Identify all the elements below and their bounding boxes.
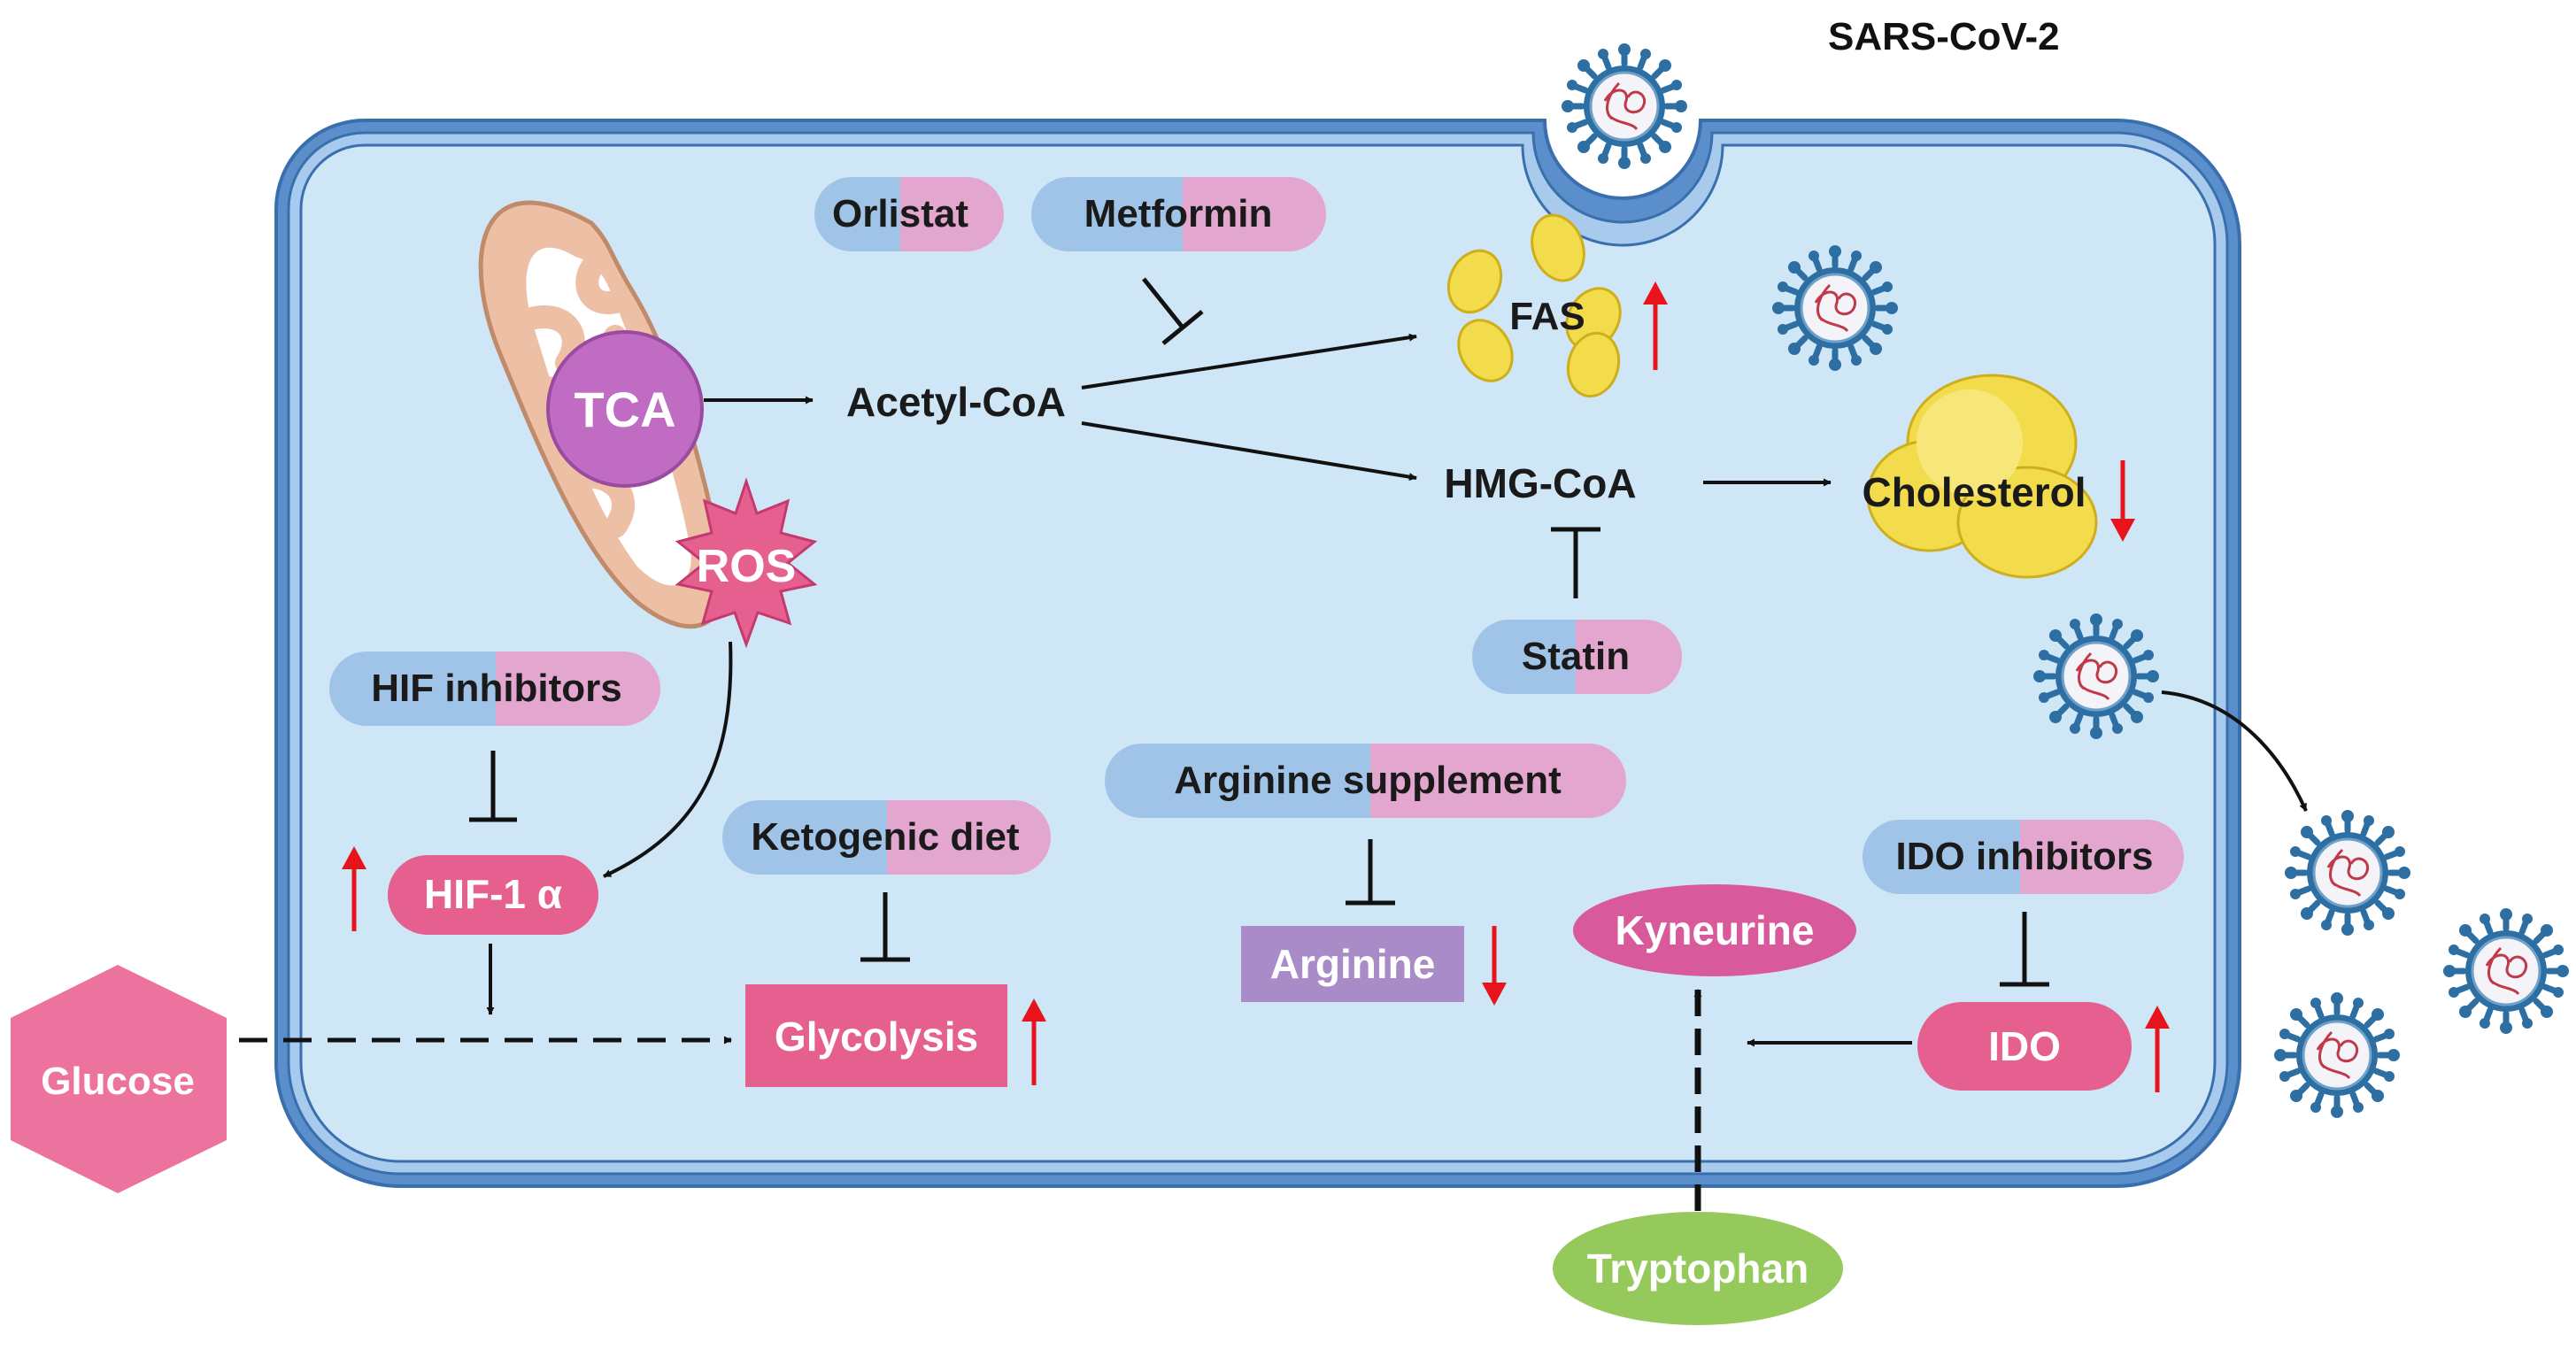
metformin-inhibition bbox=[1142, 277, 1204, 345]
arginine-supplement-label: Arginine supplement bbox=[1174, 759, 1562, 802]
hif-inhibitors-inhibition bbox=[469, 751, 517, 822]
hif1a-up-arrow bbox=[342, 846, 366, 931]
ketogenic-diet-pill: Ketogenic diet bbox=[722, 800, 1051, 875]
virus-icons: SARS-CoV-2 bbox=[1562, 15, 2569, 1118]
metformin-label: Metformin bbox=[1084, 192, 1273, 235]
pathway-arrows bbox=[239, 333, 2308, 1211]
tca-node: TCA bbox=[546, 330, 704, 488]
virus-label: SARS-CoV-2 bbox=[1828, 15, 2060, 58]
tca-label: TCA bbox=[574, 382, 675, 437]
hif-inhibitors-label: HIF inhibitors bbox=[371, 667, 622, 710]
ketogenic-diet-label: Ketogenic diet bbox=[751, 815, 1019, 859]
regulation-arrows bbox=[342, 281, 2170, 1092]
ros-to-hif-arrow bbox=[603, 641, 733, 878]
arginine-down-arrow bbox=[1482, 926, 1507, 1006]
acetyl-to-hmg-arrow bbox=[1081, 421, 1417, 482]
kyneurine-node: Kyneurine bbox=[1573, 884, 1856, 976]
ido-inhibitors-inhibition bbox=[2000, 912, 2049, 987]
ketogenic-inhibition bbox=[860, 892, 910, 962]
statin-inhibition bbox=[1551, 527, 1600, 598]
glycolysis-up-arrow bbox=[1022, 998, 1046, 1085]
ido-inhibitors-pill: IDO inhibitors bbox=[1863, 820, 2184, 894]
tryptophan-node: Tryptophan bbox=[1553, 1212, 1843, 1325]
virus-release-arrow bbox=[2161, 690, 2308, 812]
ido-label: IDO bbox=[1988, 1023, 2061, 1069]
arginine-supplement-inhibition bbox=[1346, 839, 1395, 906]
acetyl-to-fas-arrow bbox=[1081, 333, 1417, 389]
arginine-supplement-pill: Arginine supplement bbox=[1105, 744, 1626, 818]
virus-icon bbox=[2285, 810, 2410, 936]
glycolysis-label: Glycolysis bbox=[775, 1014, 978, 1060]
virus-icon bbox=[2033, 613, 2159, 739]
ros-label: ROS bbox=[697, 541, 797, 592]
fas-up-arrow bbox=[1643, 281, 1668, 370]
glucose-node: Glucose bbox=[11, 965, 227, 1193]
virus-icon bbox=[2443, 908, 2569, 1034]
cholesterol-blob bbox=[1866, 374, 2098, 579]
arginine-node: Arginine bbox=[1241, 926, 1464, 1002]
ido-up-arrow bbox=[2145, 1006, 2170, 1092]
acetyl-coa-label: Acetyl-CoA bbox=[846, 379, 1066, 425]
kyneurine-label: Kyneurine bbox=[1616, 907, 1815, 953]
hif1a-node: HIF-1 α bbox=[388, 855, 598, 935]
virus-icon bbox=[1562, 43, 1687, 169]
fas-label: FAS bbox=[1509, 295, 1585, 338]
orlistat-pill: Orlistat bbox=[814, 177, 1004, 251]
inhibition-bars bbox=[469, 277, 2049, 987]
cholesterol-label: Cholesterol bbox=[1862, 469, 2086, 515]
ido-inhibitors-label: IDO inhibitors bbox=[1896, 835, 2154, 878]
glycolysis-node: Glycolysis bbox=[745, 984, 1007, 1087]
glucose-label: Glucose bbox=[41, 1060, 195, 1103]
arginine-label: Arginine bbox=[1270, 941, 1436, 987]
metformin-pill: Metformin bbox=[1031, 177, 1326, 251]
statin-pill: Statin bbox=[1472, 620, 1682, 694]
orlistat-label: Orlistat bbox=[832, 192, 968, 235]
virus-icon bbox=[1772, 245, 1898, 371]
statin-label: Statin bbox=[1522, 635, 1630, 678]
hif-inhibitors-pill: HIF inhibitors bbox=[329, 652, 660, 726]
virus-icon bbox=[2274, 992, 2400, 1118]
hif1a-label: HIF-1 α bbox=[424, 871, 562, 917]
cholesterol-down-arrow bbox=[2110, 460, 2135, 542]
fas-droplets bbox=[1446, 213, 1622, 398]
ros-node: ROS bbox=[675, 477, 818, 649]
ido-node: IDO bbox=[1917, 1002, 2132, 1091]
tryptophan-label: Tryptophan bbox=[1587, 1245, 1809, 1291]
ros-burst bbox=[675, 477, 818, 649]
hmg-coa-label: HMG-CoA bbox=[1444, 460, 1636, 506]
